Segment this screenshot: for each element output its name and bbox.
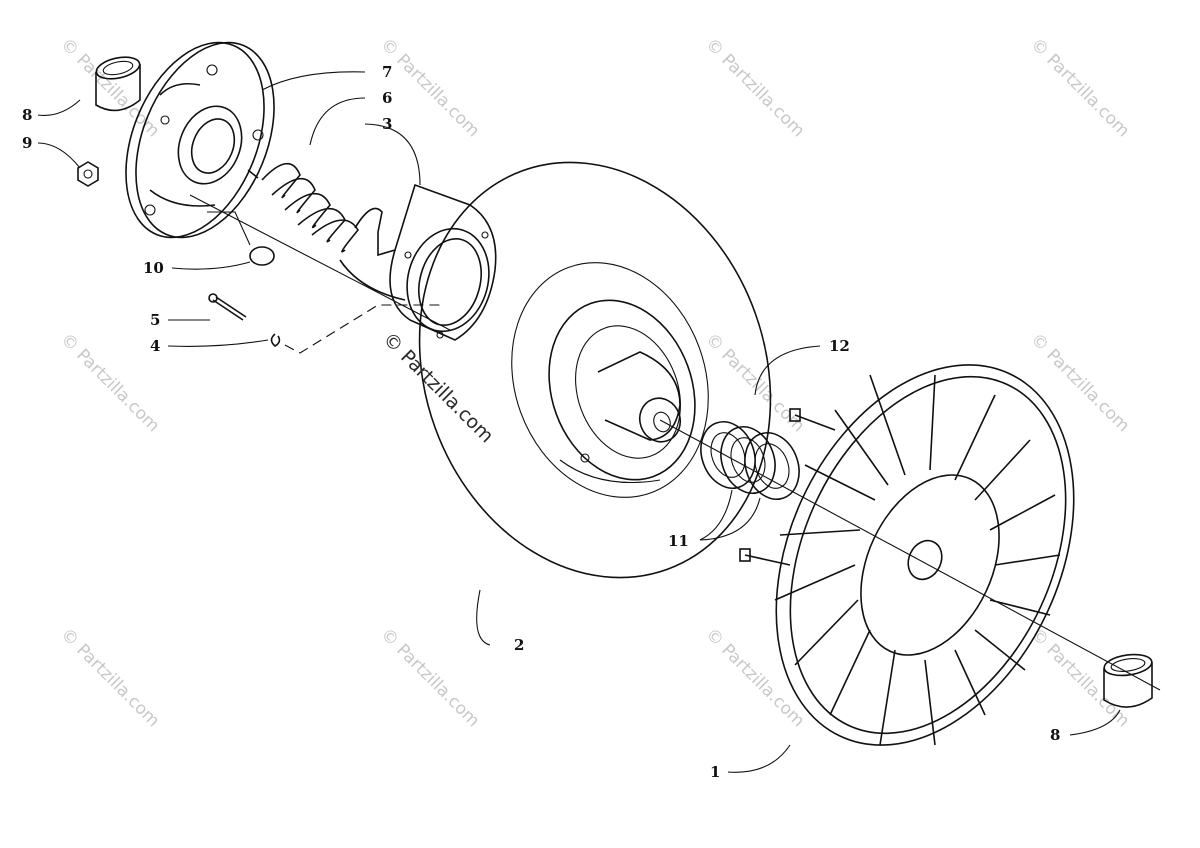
part-4-clip [270,333,281,347]
part-3-cam [339,183,497,341]
watermark-tile: © Partzilla.com [56,624,163,731]
callout-11: 11 [668,532,689,550]
part-9-nut [77,161,99,187]
part-7-spider-plate [125,41,275,239]
watermark-tile: © Partzilla.com [376,34,483,141]
part-6-spring [247,162,383,253]
callout-8-right: 8 [1050,726,1060,744]
callout-1: 1 [710,763,720,781]
callout-4: 4 [150,337,160,355]
watermark-tiles: © Partzilla.com © Partzilla.com © Partzi… [56,34,1133,731]
callout-2: 2 [514,636,524,654]
assembly-axis [189,194,1161,691]
part-1-fixed-sheave [739,364,1075,746]
callout-7: 7 [382,63,392,81]
leader-lines [37,71,1121,773]
part-8-bushing-left [95,56,141,112]
callouts: 8 9 7 6 3 10 5 4 2 12 11 8 1 [22,63,1060,781]
callout-3: 3 [382,115,392,133]
watermark-tile: © Partzilla.com [701,34,808,141]
callout-12: 12 [829,337,850,355]
part-2-movable-sheave [418,161,772,579]
callout-10: 10 [143,259,164,277]
part-8-bushing-right [1103,653,1153,708]
part-11-washers [700,421,800,500]
callout-9: 9 [22,134,32,152]
callout-6: 6 [382,89,392,107]
watermark-tile: © Partzilla.com [1026,329,1133,436]
part-5-bolt [208,293,247,321]
callout-8-top: 8 [22,106,32,124]
watermark-tile: © Partzilla.com [56,329,163,436]
part-10-button [249,246,275,266]
callout-5: 5 [150,311,160,329]
watermark-main: © Partzilla.com [378,328,497,447]
watermark-tile: © Partzilla.com [56,34,163,141]
sheave-studs [739,408,836,566]
watermark-tile: © Partzilla.com [1026,34,1133,141]
sheave-ribs [774,374,1061,746]
watermark-tile: © Partzilla.com [376,624,483,731]
